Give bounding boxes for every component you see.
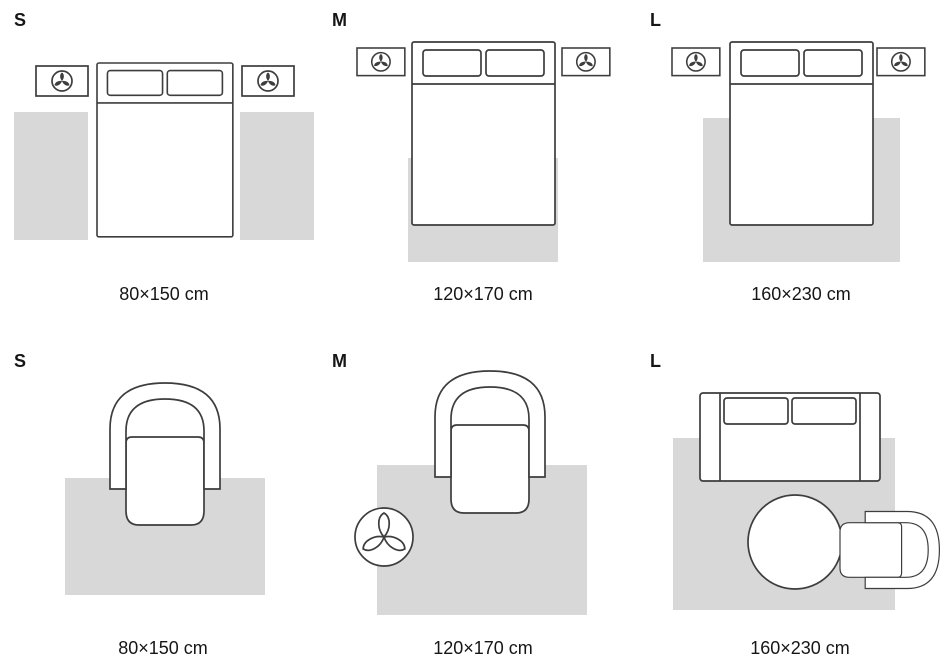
nightstand-left	[36, 66, 88, 96]
side-armchair	[839, 510, 940, 590]
panel-bedroom-l: L 160×230 cm	[650, 10, 925, 304]
panel-label: M	[332, 351, 347, 371]
size-label: 80×150 cm	[119, 284, 209, 304]
panel-label: S	[14, 10, 26, 30]
panel-bedroom-s: S 80×150 cm	[14, 10, 314, 304]
panel-label: L	[650, 10, 661, 30]
armchair	[434, 370, 546, 514]
size-label: 160×230 cm	[751, 284, 851, 304]
panel-bedroom-m: M 120×170 cm	[332, 10, 610, 304]
panel-living-l: L 160×230 cm	[650, 351, 940, 658]
panel-living-m: M 120×170 cm	[332, 351, 587, 658]
sofa	[699, 392, 881, 482]
panel-label: L	[650, 351, 661, 371]
nightstand-left	[672, 48, 720, 76]
coffee-table	[747, 494, 843, 590]
panel-label: S	[14, 351, 26, 371]
size-label: 120×170 cm	[433, 284, 533, 304]
bed	[729, 41, 874, 226]
nightstand-right	[242, 66, 294, 96]
size-label: 80×150 cm	[118, 638, 208, 658]
armchair	[109, 382, 221, 526]
panel-label: M	[332, 10, 347, 30]
nightstand-right	[562, 48, 610, 76]
nightstand-left	[357, 48, 405, 76]
rug-left-runner	[14, 112, 88, 240]
bed	[96, 62, 234, 238]
bed	[411, 41, 556, 226]
size-label: 120×170 cm	[433, 638, 533, 658]
size-label: 160×230 cm	[750, 638, 850, 658]
nightstand-right	[877, 48, 925, 76]
plant-icon	[354, 507, 414, 567]
rug-right-runner	[240, 112, 314, 240]
panel-living-s: S 80×150 cm	[14, 351, 265, 658]
